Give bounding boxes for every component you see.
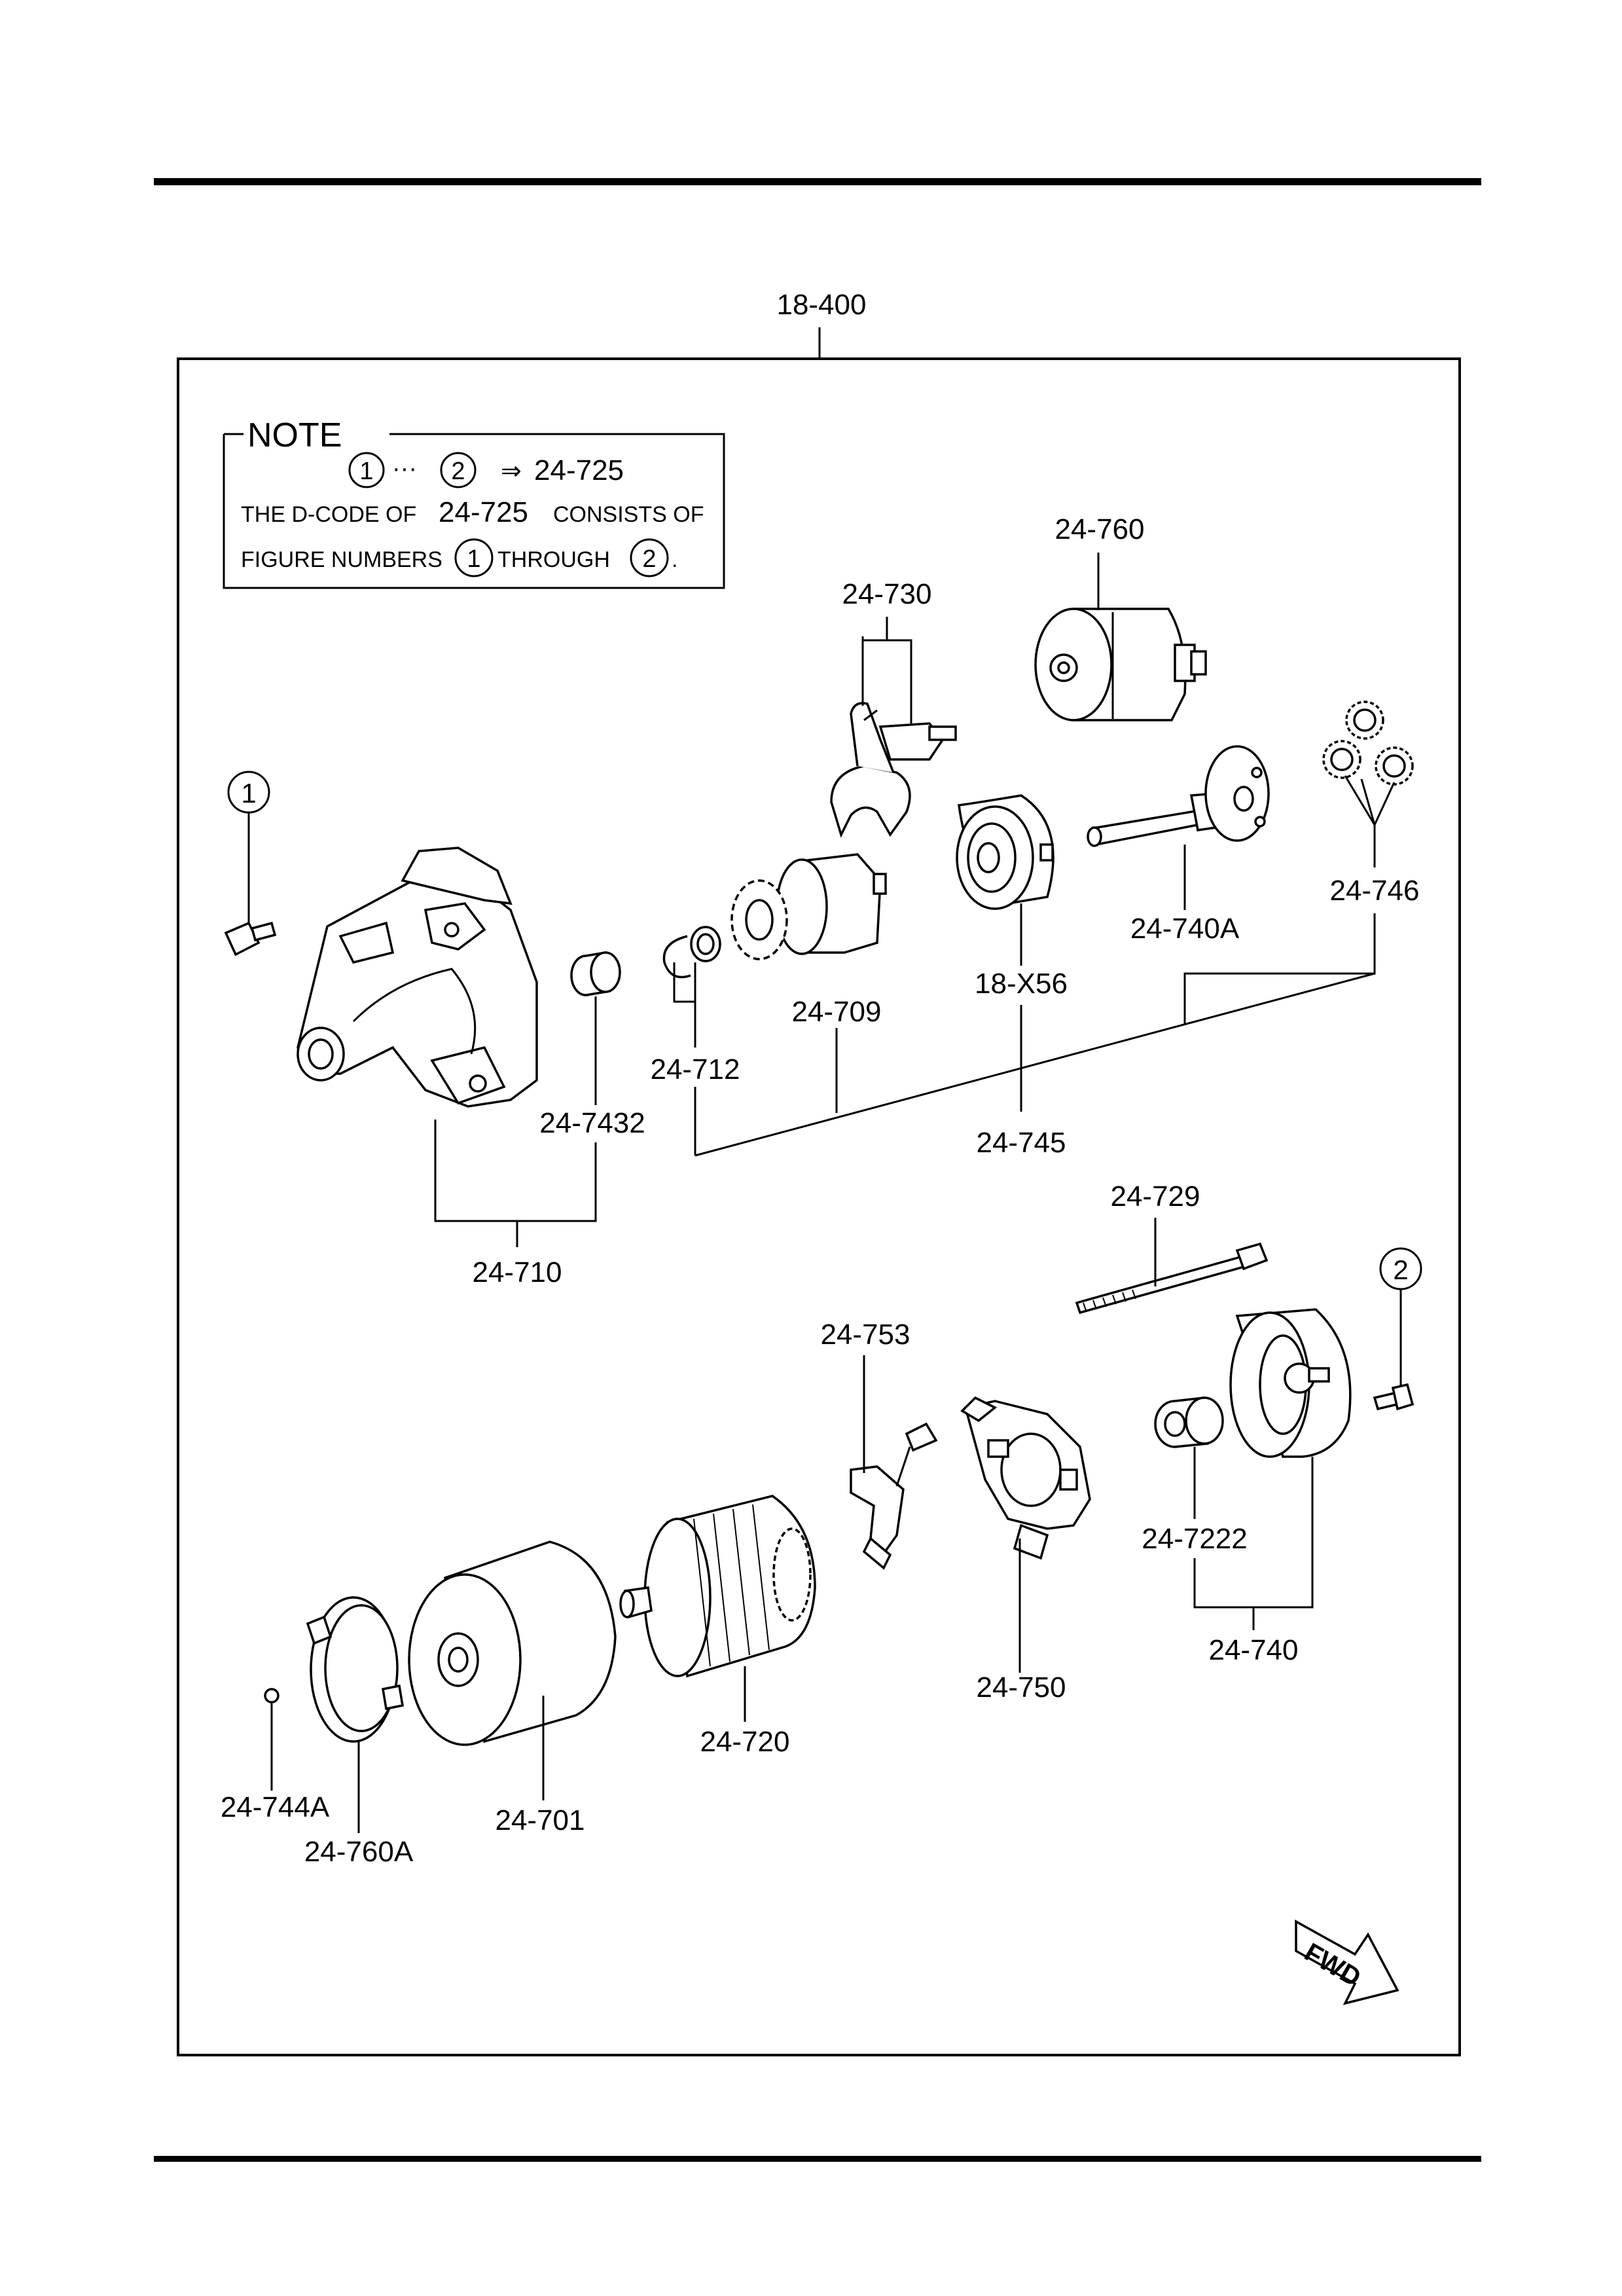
label-24-740A: 24-740A: [1130, 913, 1240, 945]
note-line3-circle-1: 1: [467, 545, 480, 573]
label-24-730: 24-730: [842, 578, 931, 610]
note-line3-mid: THROUGH: [497, 547, 610, 572]
through-bolt-part: [1075, 1242, 1269, 1315]
stop-ring-part: [662, 926, 721, 979]
leader-lines: [247, 553, 1402, 1833]
label-24-701: 24-701: [495, 1804, 585, 1836]
pinion-shaft-part: [1087, 745, 1270, 847]
note-line2-prefix: THE D-CODE OF: [241, 502, 416, 527]
drive-housing-part: [297, 847, 538, 1108]
drive-lever-part: [830, 702, 957, 838]
note-circle-start: 1: [359, 458, 373, 485]
note-line3-circle-2: 2: [642, 545, 656, 573]
fwd-arrow-icon: FWD: [1295, 1920, 1399, 2005]
yoke-part: [408, 1540, 617, 1746]
note-line3-end: .: [672, 547, 677, 572]
label-24-760A: 24-760A: [304, 1836, 414, 1868]
callout-2: 2: [1379, 1247, 1422, 1290]
rear-bearing-part: [1154, 1396, 1224, 1448]
note-line3-prefix: FIGURE NUMBERS: [241, 547, 442, 572]
brush-part: [850, 1422, 938, 1570]
note-target-code: 24-725: [534, 454, 624, 486]
seal-ring-part: [306, 1596, 405, 1743]
label-24-746: 24-746: [1329, 875, 1419, 907]
diagram-frame: [177, 357, 1461, 2056]
label-24-744A: 24-744A: [221, 1791, 330, 1823]
steel-ball-part: [264, 1688, 279, 1704]
label-24-729: 24-729: [1110, 1180, 1200, 1212]
overrunning-clutch-part: [730, 853, 887, 960]
label-24-710: 24-710: [472, 1256, 562, 1288]
callout-2-text: 2: [1393, 1254, 1408, 1285]
label-24-750: 24-750: [976, 1671, 1066, 1704]
note-line2-code: 24-725: [439, 496, 528, 528]
note-line2-suffix: CONSISTS OF: [553, 502, 704, 527]
label-24-709: 24-709: [791, 996, 881, 1028]
label-18-X56: 18-X56: [975, 968, 1068, 1000]
label-24-745: 24-745: [976, 1127, 1066, 1159]
label-24-720: 24-720: [700, 1726, 789, 1758]
callout-1-text: 1: [241, 778, 256, 809]
label-24-7432: 24-7432: [539, 1107, 645, 1139]
top-rule: [154, 178, 1481, 185]
label-24-753: 24-753: [820, 1319, 910, 1351]
label-24-7222: 24-7222: [1142, 1523, 1247, 1555]
solenoid-switch-part: [1034, 608, 1207, 721]
armature-part: [619, 1495, 816, 1678]
internal-gear-part: [956, 794, 1054, 910]
bolt-1-part: [224, 921, 277, 957]
note-box: NOTE 1 ··· 2 ⇒ 24-725 THE D-CODE OF 24-7…: [223, 416, 725, 589]
label-24-712: 24-712: [650, 1053, 740, 1085]
note-arrow: ⇒: [501, 458, 522, 485]
label-24-740: 24-740: [1208, 1634, 1298, 1666]
note-title: NOTE: [247, 416, 342, 454]
note-ellipsis: ···: [392, 455, 417, 483]
bottom-rule: [154, 2156, 1481, 2162]
brush-holder-part: [960, 1396, 1091, 1560]
note-circle-end: 2: [451, 458, 465, 485]
callout-1: 1: [227, 771, 270, 814]
assembly-ref-label: 18-400: [776, 289, 866, 321]
bolt-2-part: [1373, 1383, 1415, 1411]
planetary-gears-part: [1322, 701, 1414, 786]
label-24-760: 24-760: [1054, 513, 1144, 545]
rear-cover-part: [1229, 1308, 1352, 1458]
front-bush-part: [570, 951, 621, 996]
